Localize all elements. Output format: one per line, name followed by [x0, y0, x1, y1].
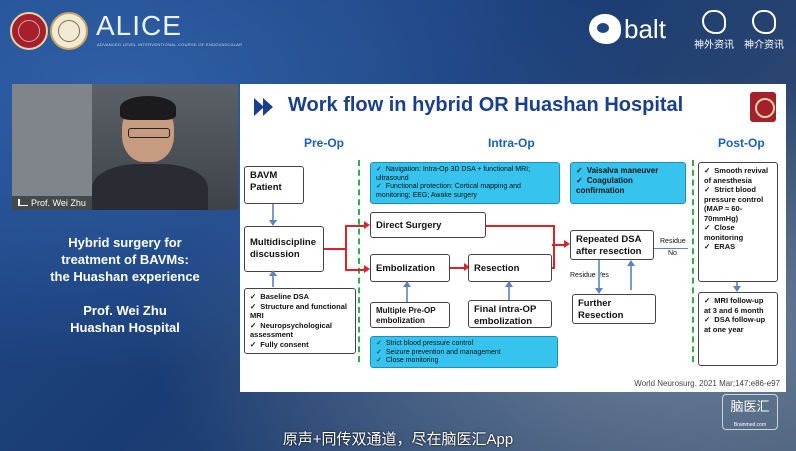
- chevron-icon: [254, 98, 264, 116]
- subtitle-caption: 原声+同传双通道，尽在脑医汇App: [282, 431, 514, 448]
- repeated-dsa-box: Repeated DSA after resection: [570, 230, 654, 260]
- talk-title-line: the Huashan experience: [50, 269, 200, 284]
- preop-checklist-box: Baseline DSA Structure and functional MR…: [244, 288, 356, 354]
- embolization-box: Embolization: [370, 254, 450, 282]
- talk-info: Hybrid surgery for treatment of BAVMs: t…: [12, 234, 238, 336]
- signal-icon: [18, 199, 28, 206]
- multidiscipline-box: Multidiscipline discussion: [244, 226, 324, 272]
- resection-box: Resection: [468, 254, 552, 282]
- phase-divider: [358, 160, 360, 362]
- conference-logo: ALICE: [96, 10, 182, 41]
- presentation-slide: Work flow in hybrid OR Huashan Hospital …: [240, 84, 786, 392]
- hospital-seal-logo: [50, 12, 88, 50]
- intraop-check-box: Vaisalva maneuver Coagulation confirmati…: [570, 162, 686, 204]
- speaker-video[interactable]: Prof. Wei Zhu: [12, 84, 238, 210]
- residue-yes-label: Residue Yes: [570, 272, 609, 279]
- phase-pre-op: Pre-Op: [304, 136, 345, 150]
- intraop-navigation-box: Navigation: Intra-Op 3D DSA + functional…: [370, 162, 560, 204]
- intraop-monitoring-box: Strict blood pressure control Seizure pr…: [370, 336, 558, 368]
- presenter-name: Prof. Wei Zhu: [83, 303, 167, 318]
- talk-title-line: treatment of BAVMs:: [61, 252, 189, 267]
- postop-care-box: Smooth revival of anesthesia Strict bloo…: [698, 162, 778, 282]
- speaker-name-tag: Prof. Wei Zhu: [12, 196, 92, 210]
- talk-title-line: Hybrid surgery for: [68, 235, 182, 250]
- bavm-patient-box: BAVM Patient: [244, 166, 304, 204]
- phase-post-op: Post-Op: [718, 136, 765, 150]
- university-seal-logo: [10, 12, 48, 50]
- slide-reference: World Neurosurg. 2021 Mar;147:e86-e97: [634, 379, 780, 388]
- multiple-preop-box: Multiple Pre-OP embolization: [370, 302, 450, 328]
- presenter-affiliation: Huashan Hospital: [70, 320, 180, 335]
- no-label: No: [668, 250, 677, 257]
- brand-logo-1: 神外资讯: [694, 10, 734, 51]
- hospital-logo: [750, 92, 776, 122]
- phase-intra-op: Intra-Op: [488, 136, 535, 150]
- residue-label: Residue: [660, 238, 686, 245]
- direct-surgery-box: Direct Surgery: [370, 212, 486, 238]
- balt-logo-icon: [589, 14, 621, 44]
- chevron-icon: [263, 98, 273, 116]
- final-intraop-box: Final intra-OP embolization: [468, 300, 552, 328]
- further-resection-box: Further Resection: [572, 294, 656, 324]
- brain-icon: [752, 10, 776, 34]
- conference-tagline: ADVANCED LEVEL INTERVENTIONAL COURSE OF …: [97, 42, 243, 47]
- sponsor-logo: balt: [624, 14, 666, 44]
- slide-title: Work flow in hybrid OR Huashan Hospital: [288, 94, 684, 116]
- brain-icon: [702, 10, 726, 34]
- phase-divider: [692, 160, 694, 362]
- brand-logo-2: 神介资讯: [744, 10, 784, 51]
- postop-followup-box: MRI follow-up at 3 and 6 month DSA follo…: [698, 292, 778, 366]
